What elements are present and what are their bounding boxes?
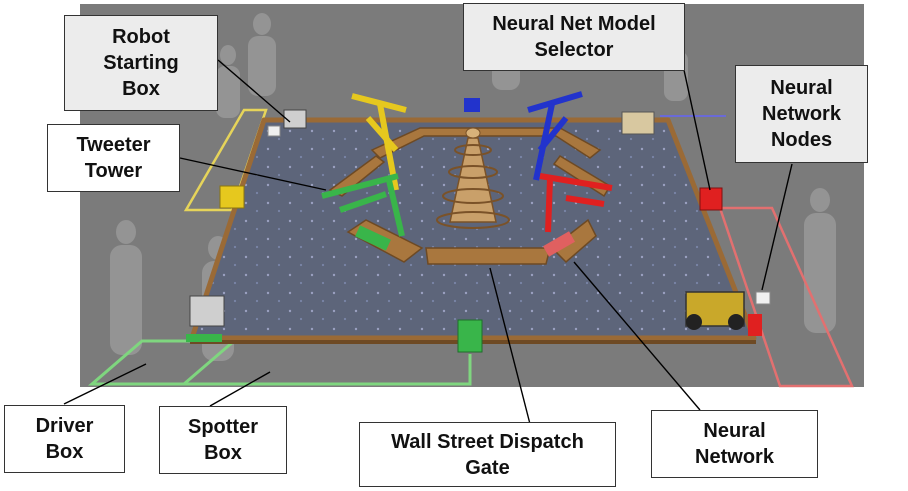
green-arm	[321, 173, 405, 237]
callout-neural-net-model-selector: Neural Net Model Selector	[463, 3, 685, 71]
pointer-driver-box	[63, 363, 147, 405]
robot-blue	[621, 111, 655, 135]
red-cube	[699, 187, 723, 211]
pointer-neural-network	[573, 261, 701, 411]
white-node	[755, 291, 771, 305]
yellow-cube	[219, 185, 245, 209]
red-drop	[748, 314, 762, 336]
callout-neural-network: Neural Network	[651, 410, 818, 478]
pointer-spotter-box	[209, 371, 271, 407]
robot-yellow	[283, 109, 307, 129]
callout-tweeter-tower: Tweeter Tower	[47, 124, 180, 192]
spotter-box-outline	[184, 354, 472, 386]
blue-arm	[527, 91, 583, 181]
green-panel	[355, 225, 391, 251]
robot-green	[186, 295, 225, 342]
pointer-wall-street-gate	[489, 267, 531, 425]
red-panel	[543, 231, 575, 257]
white-node-2	[267, 125, 281, 137]
callout-spotter-box: Spotter Box	[159, 406, 287, 474]
field-walls	[189, 117, 757, 341]
blue-cube	[464, 98, 480, 112]
callout-neural-network-nodes: Neural Network Nodes	[735, 65, 868, 163]
robot-red	[685, 291, 745, 330]
callout-wall-street-dispatch-gate: Wall Street Dispatch Gate	[359, 422, 616, 487]
pointer-robot-starting-box	[217, 59, 291, 123]
tweeter-tower-structure	[436, 127, 510, 229]
pointer-neural-network-nodes	[761, 163, 793, 291]
red-arm	[539, 173, 613, 233]
pointer-tweeter-tower	[179, 157, 327, 191]
callout-driver-box: Driver Box	[4, 405, 125, 473]
yellow-zone-outline	[183, 108, 268, 212]
green-gate-cube	[457, 319, 483, 353]
pointer-neural-net-model-selector	[683, 69, 711, 191]
callout-robot-starting-box: Robot Starting Box	[64, 15, 218, 111]
